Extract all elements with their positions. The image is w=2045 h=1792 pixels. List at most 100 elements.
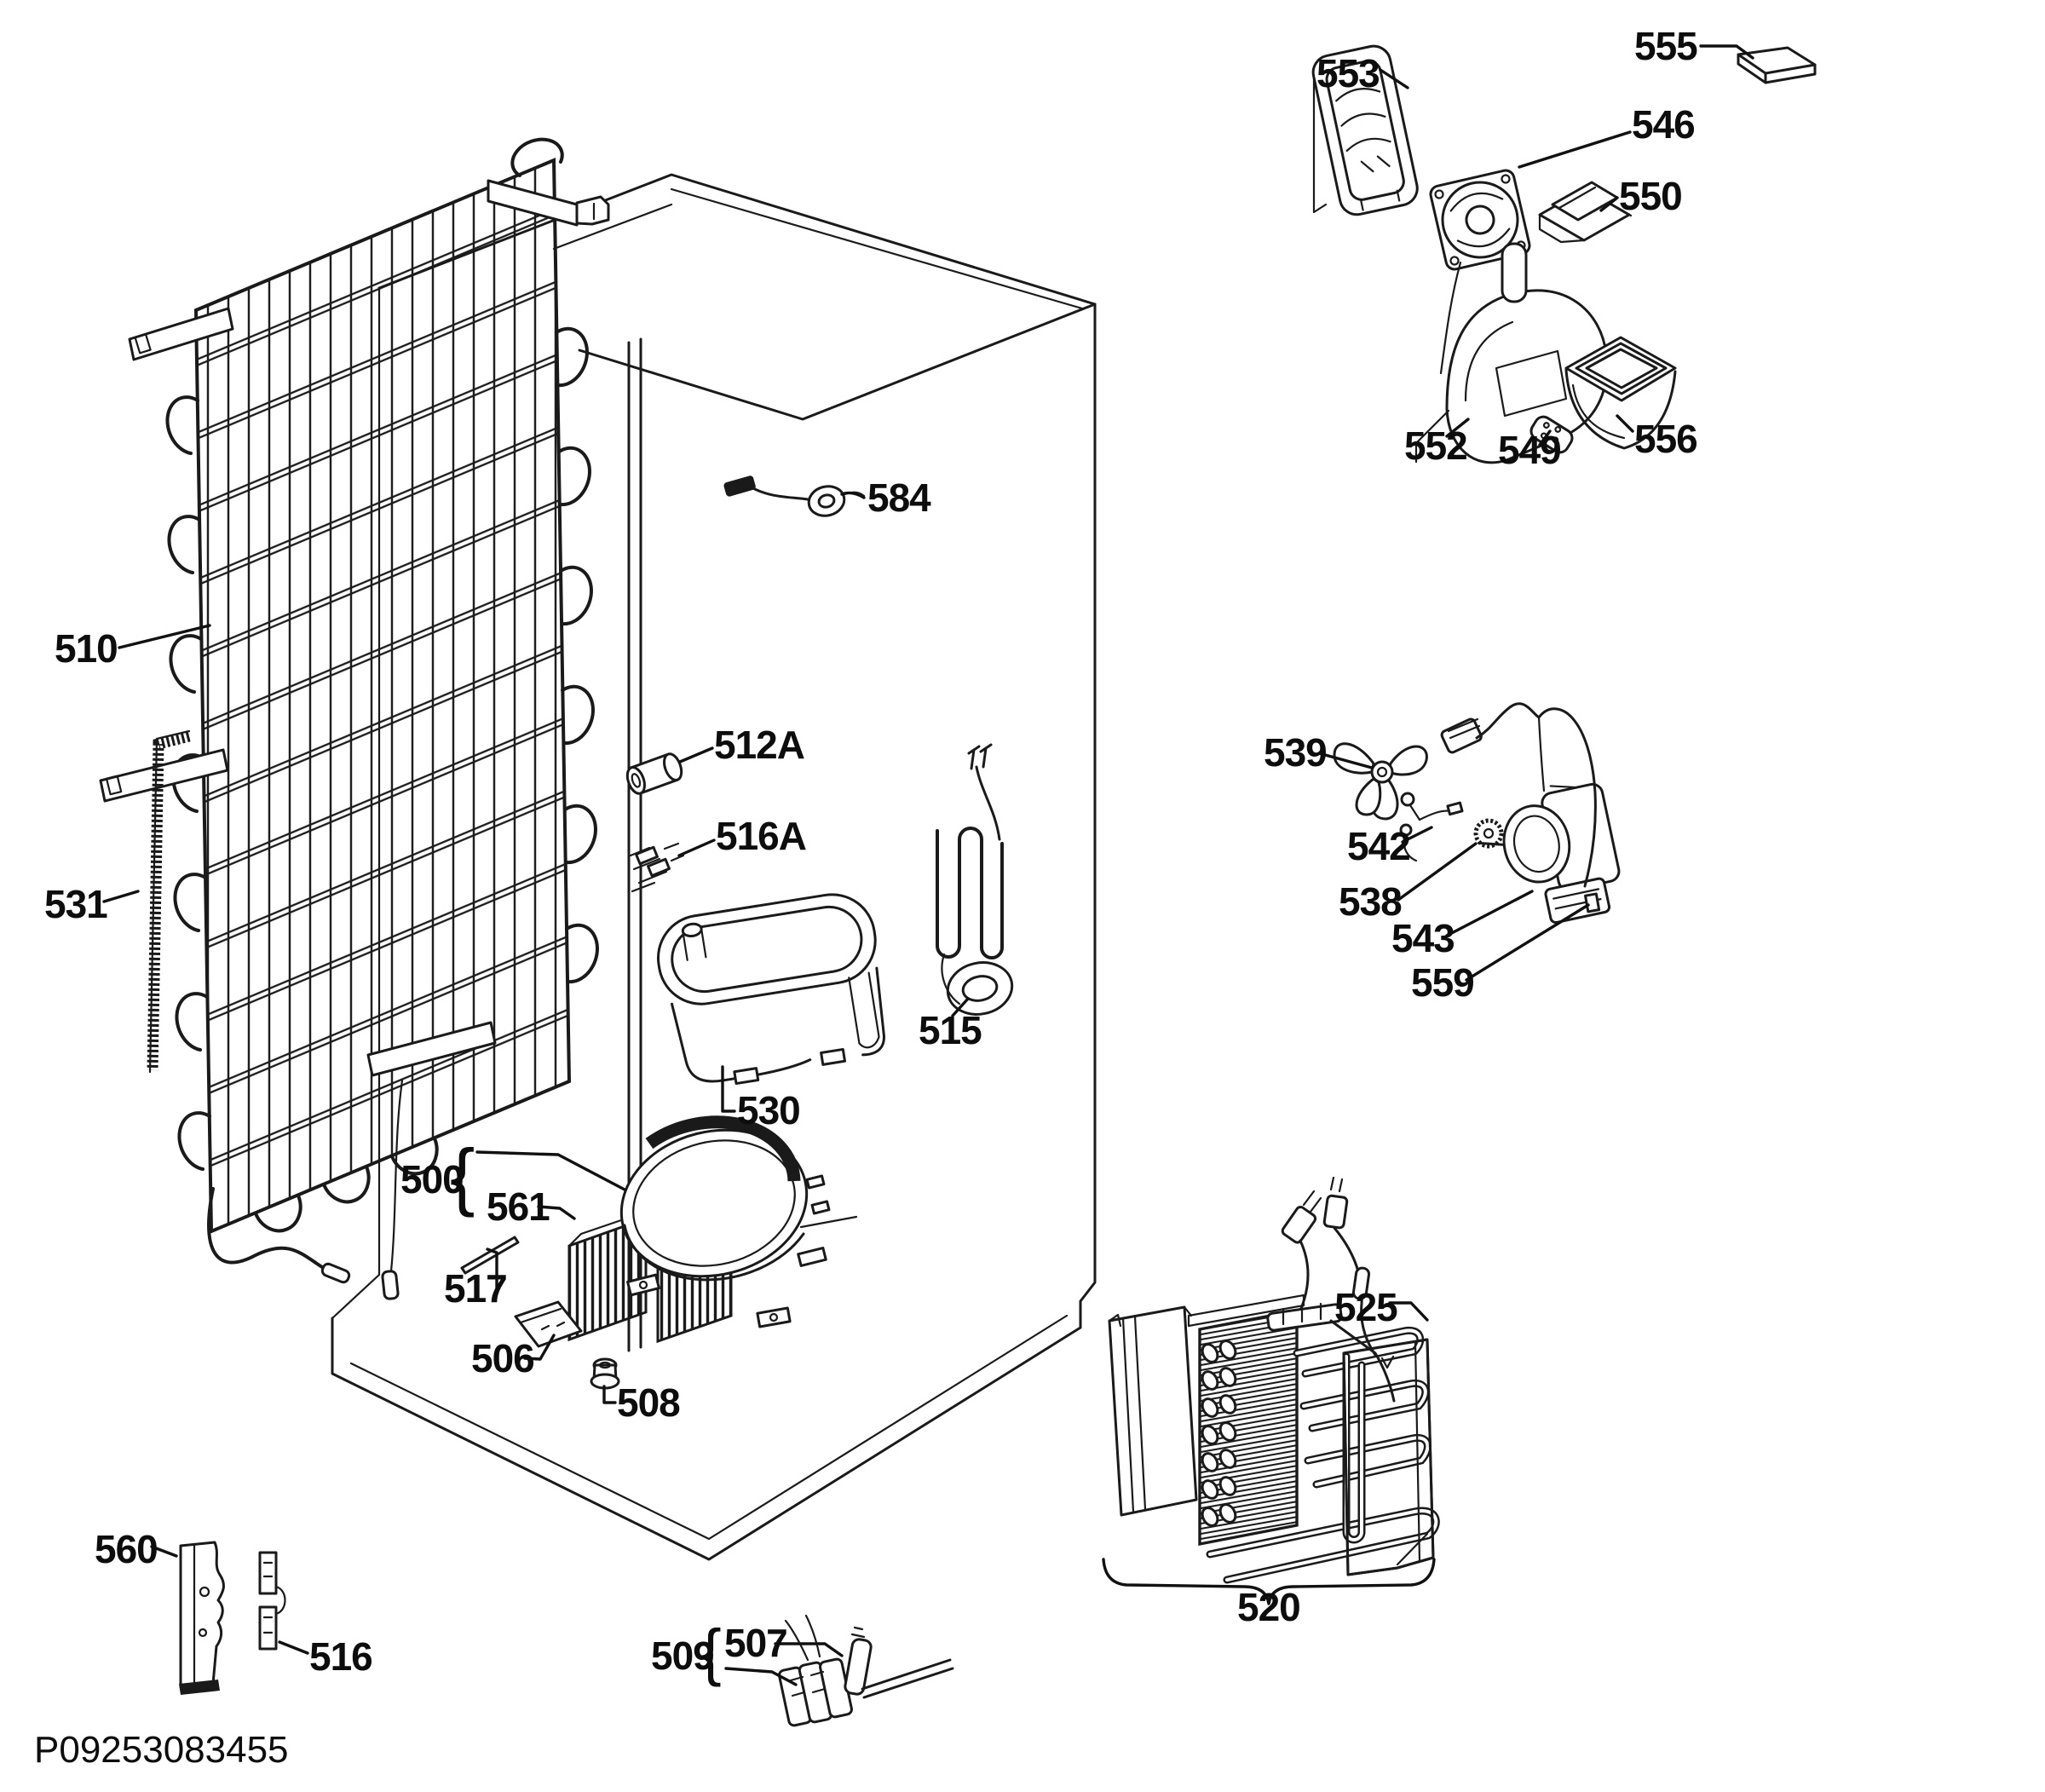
leader-lines bbox=[102, 44, 1754, 1686]
leader-517 bbox=[486, 1247, 498, 1290]
callout-542: 542 bbox=[1347, 824, 1410, 868]
leader-530 bbox=[721, 1065, 736, 1113]
callout-553: 553 bbox=[1316, 51, 1380, 95]
callout-556: 556 bbox=[1634, 417, 1697, 461]
callout-584: 584 bbox=[867, 475, 931, 520]
callout-539: 539 bbox=[1264, 730, 1327, 775]
leader-512A bbox=[678, 746, 714, 763]
clip-516A bbox=[629, 842, 685, 893]
valve-pipe bbox=[861, 1658, 954, 1699]
evap-tube-ends bbox=[1201, 1340, 1237, 1527]
housing-552 bbox=[1414, 242, 1609, 464]
harness-525 bbox=[1266, 1176, 1396, 1403]
bracket-516 bbox=[258, 1551, 286, 1651]
leader-552 bbox=[1445, 418, 1470, 438]
valve-body bbox=[778, 1657, 853, 1727]
leader-542 bbox=[1401, 826, 1433, 844]
leader-559 bbox=[1465, 903, 1590, 982]
leader-539 bbox=[1317, 752, 1374, 769]
plate-549 bbox=[1529, 415, 1574, 454]
callout-509: 509 bbox=[651, 1634, 714, 1678]
part-number: P09253083455 bbox=[34, 1729, 289, 1771]
evap-core bbox=[1187, 1294, 1305, 1547]
leader-556 bbox=[1616, 414, 1634, 433]
fan-546 bbox=[1429, 169, 1531, 271]
brace-520 bbox=[1102, 1558, 1436, 1605]
leader-500 bbox=[475, 1150, 626, 1191]
fan-blade-539 bbox=[1333, 742, 1428, 821]
leader-561 bbox=[537, 1205, 576, 1220]
evap-left-panel bbox=[1108, 1305, 1198, 1517]
leader-525 bbox=[1388, 1301, 1429, 1322]
leader-584 bbox=[840, 491, 866, 499]
callout-550: 550 bbox=[1619, 174, 1682, 218]
leader-510 bbox=[118, 624, 211, 649]
callout-510: 510 bbox=[55, 626, 118, 671]
callout-530: 530 bbox=[737, 1088, 800, 1132]
air-duct-assembly bbox=[1311, 44, 1817, 464]
callout-561: 561 bbox=[487, 1184, 550, 1229]
callout-515: 515 bbox=[919, 1008, 982, 1052]
leader-509 bbox=[724, 1667, 798, 1686]
leader-506 bbox=[523, 1334, 556, 1361]
cabinet-outline bbox=[331, 173, 1097, 1561]
valve-group-509 bbox=[778, 1614, 954, 1727]
leader-508 bbox=[602, 1385, 617, 1404]
bracket-542 bbox=[1399, 792, 1464, 862]
drier-strip-531 bbox=[147, 729, 191, 1074]
leader-550 bbox=[1599, 196, 1619, 212]
plate-506 bbox=[514, 1300, 583, 1348]
callout-543: 543 bbox=[1391, 916, 1455, 960]
brace-500: { bbox=[450, 1133, 475, 1218]
grid-strap-mid-left bbox=[99, 748, 229, 803]
wheel-538 bbox=[1473, 818, 1504, 849]
bushing-512A bbox=[625, 752, 683, 795]
fan-motor-group bbox=[1333, 702, 1621, 925]
motor-harness bbox=[1440, 702, 1597, 888]
motor-543 bbox=[1478, 782, 1621, 925]
compressor-500 bbox=[619, 1115, 858, 1328]
leader-543 bbox=[1445, 890, 1534, 937]
callout-525: 525 bbox=[1334, 1285, 1397, 1329]
leader-516 bbox=[278, 1640, 309, 1655]
grid-strap-lower-right bbox=[366, 1021, 497, 1077]
callout-520: 520 bbox=[1237, 1585, 1300, 1629]
valve-wires bbox=[784, 1614, 821, 1662]
leader-560 bbox=[150, 1545, 178, 1558]
evaporator-assembly-520 bbox=[1102, 1176, 1440, 1605]
callout-507: 507 bbox=[724, 1621, 787, 1665]
leader-516A bbox=[677, 838, 716, 857]
callout-560: 560 bbox=[95, 1527, 158, 1571]
leader-549 bbox=[1538, 429, 1552, 447]
callout-512A: 512A bbox=[714, 723, 804, 767]
callout-552: 552 bbox=[1404, 424, 1467, 468]
callout-506: 506 bbox=[471, 1336, 534, 1380]
valve-cylinder-507 bbox=[844, 1626, 873, 1696]
grommet-508 bbox=[590, 1357, 620, 1390]
sensor-584 bbox=[723, 475, 866, 517]
callout-546: 546 bbox=[1632, 102, 1695, 147]
leader-538 bbox=[1397, 842, 1478, 902]
condenser-grid-510 bbox=[99, 137, 610, 1284]
callout-555: 555 bbox=[1634, 24, 1697, 68]
tray-556 bbox=[1564, 336, 1677, 450]
leader-507 bbox=[774, 1642, 844, 1657]
cover-560 bbox=[179, 1541, 225, 1695]
compressor-group-500 bbox=[460, 1115, 858, 1390]
grid-strap-top-left bbox=[128, 307, 234, 361]
duct-cover-553 bbox=[1311, 44, 1419, 216]
fan-wire bbox=[1439, 261, 1462, 375]
leader-515 bbox=[951, 997, 970, 1017]
brace-509: { bbox=[700, 1616, 722, 1687]
callout-508: 508 bbox=[617, 1380, 680, 1425]
leader-531 bbox=[102, 890, 140, 903]
grid-strap-top-right bbox=[487, 179, 610, 227]
callout-549: 549 bbox=[1498, 428, 1561, 472]
callout-531: 531 bbox=[44, 882, 107, 926]
leader-553 bbox=[1379, 68, 1409, 89]
callout-516A: 516A bbox=[716, 814, 806, 858]
leader-555 bbox=[1699, 44, 1754, 60]
evap-right-panel bbox=[1342, 1338, 1435, 1576]
